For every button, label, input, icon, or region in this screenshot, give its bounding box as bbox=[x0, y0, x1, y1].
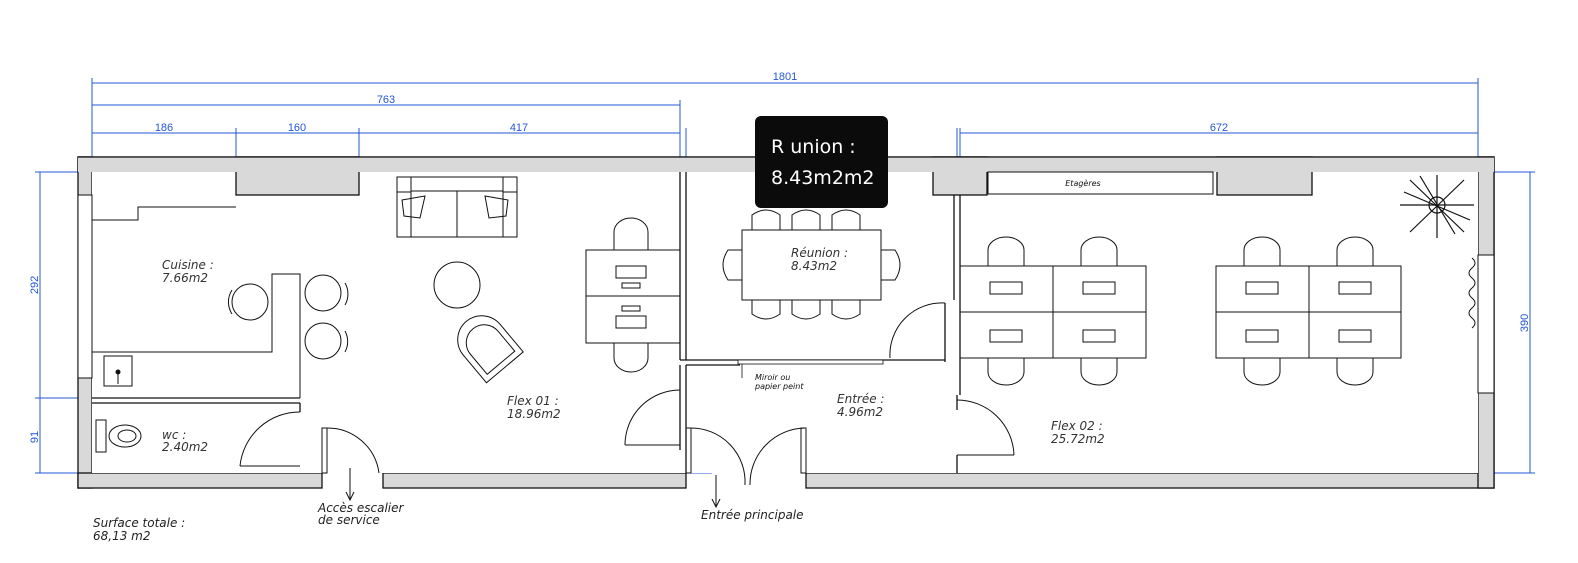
flex02-name: Flex 02 : bbox=[1051, 419, 1103, 433]
desk-cluster-1 bbox=[959, 236, 1147, 386]
entree-area: 4.96m2 bbox=[837, 405, 883, 419]
acces-label-2: de service bbox=[318, 513, 380, 527]
dim-672: 672 bbox=[1210, 122, 1228, 134]
window-strips bbox=[77, 194, 1495, 394]
meeting-table bbox=[722, 209, 901, 320]
desk-flex01 bbox=[585, 217, 681, 373]
reunion-name: Réunion : bbox=[791, 246, 848, 260]
dim-left-span: 763 bbox=[377, 94, 395, 106]
armchair-icon bbox=[457, 315, 524, 384]
stools bbox=[228, 274, 349, 360]
dim-left-292: 292 bbox=[29, 276, 41, 294]
dim-186: 186 bbox=[155, 122, 173, 134]
acces-label-1: Accès escalier bbox=[317, 501, 404, 515]
flex01-name: Flex 01 : bbox=[507, 394, 559, 408]
entree-principale-label: Entrée principale bbox=[701, 508, 804, 522]
kitchen-counter bbox=[91, 195, 301, 398]
dim-total-width: 1801 bbox=[773, 71, 797, 83]
dim-right-390: 390 bbox=[1519, 314, 1531, 332]
arrows bbox=[345, 468, 721, 509]
dim-160: 160 bbox=[288, 122, 306, 134]
sink-icon bbox=[103, 355, 133, 387]
plant-icon bbox=[1400, 175, 1474, 238]
desk-cluster-2 bbox=[1215, 236, 1402, 386]
room-tooltip: R union : 8.43m2m2 bbox=[755, 116, 888, 208]
cuisine-area: 7.66m2 bbox=[162, 271, 208, 285]
tooltip-line-2: 8.43m2m2 bbox=[771, 167, 875, 189]
tooltip-line-1: R union : bbox=[771, 136, 856, 158]
cuisine-name: Cuisine : bbox=[162, 258, 214, 272]
mirror bbox=[737, 359, 884, 365]
doors bbox=[239, 302, 1015, 486]
dim-left-91: 91 bbox=[29, 431, 41, 443]
toilet-icon bbox=[95, 419, 142, 453]
shelves-label: Etagères bbox=[1065, 178, 1100, 188]
sofa-icon bbox=[396, 176, 518, 238]
wc-area: 2.40m2 bbox=[162, 440, 208, 454]
wc-name: wc : bbox=[162, 428, 186, 442]
flex01-area: 18.96m2 bbox=[507, 407, 561, 421]
radiator-icon bbox=[1468, 257, 1476, 329]
shelves bbox=[987, 171, 1214, 195]
reunion-area: 8.43m2 bbox=[791, 259, 837, 273]
surface-label-2: 68,13 m2 bbox=[93, 529, 151, 543]
mirror-label-2: papier peint bbox=[754, 382, 804, 391]
round-table bbox=[433, 261, 481, 309]
surface-label-1: Surface totale : bbox=[93, 516, 185, 530]
flex02-area: 25.72m2 bbox=[1051, 432, 1105, 446]
entree-name: Entrée : bbox=[837, 392, 884, 406]
mirror-label-1: Miroir ou bbox=[755, 373, 790, 382]
dim-417: 417 bbox=[510, 122, 528, 134]
